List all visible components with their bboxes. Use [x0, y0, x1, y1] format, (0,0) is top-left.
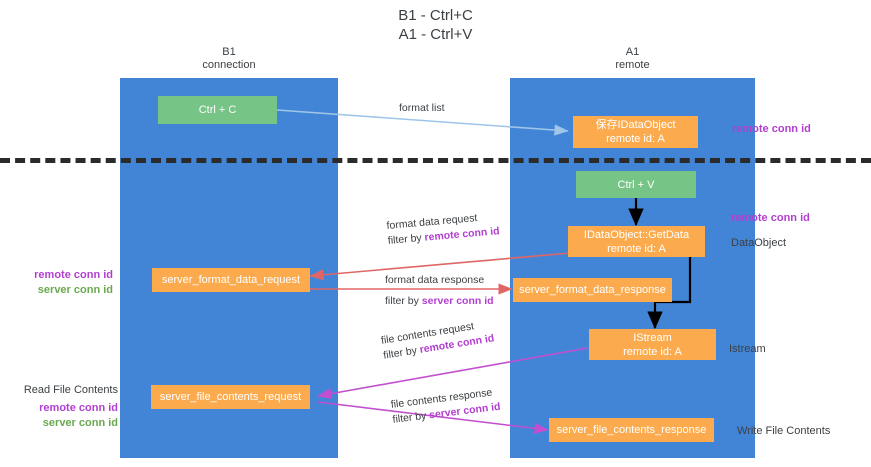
legend-server-conn-id-bottom: server conn id — [42, 417, 118, 429]
filter-by-text: filter by — [387, 231, 426, 247]
server-conn-id-highlight: server conn id — [421, 295, 494, 307]
filter-by-text: filter by — [385, 295, 422, 307]
column-header-b1: B1 connection — [202, 46, 256, 71]
filter-by-text: filter by — [391, 409, 430, 426]
legend-read-file-contents-label: Read File Contents — [23, 384, 118, 396]
legend-remote-conn-id: remote conn id — [34, 269, 113, 281]
node-ctrl-v[interactable]: Ctrl + V — [576, 171, 696, 198]
node-server-format-data-request[interactable]: server_format_data_request — [152, 268, 310, 292]
legend-server-conn-id: server conn id — [37, 284, 113, 296]
legend-remote-conn-id-bottom: remote conn id — [39, 402, 118, 414]
phase-divider — [0, 158, 871, 163]
arrow-label-format-list: format list — [399, 102, 445, 114]
node-server-file-contents-request[interactable]: server_file_contents_request — [151, 385, 310, 409]
node-ctrl-c[interactable]: Ctrl + C — [158, 96, 277, 124]
side-label-dataobject: DataObject — [731, 237, 787, 249]
node-istream[interactable]: IStream remote id: A — [589, 329, 716, 360]
node-server-format-data-response[interactable]: server_format_data_response — [513, 278, 672, 302]
node-server-file-contents-response[interactable]: server_file_contents_response — [549, 418, 714, 442]
arrow-label-file-contents-request: file contents request filter by remote c… — [380, 316, 495, 363]
legend-conn-ids-middle: remote conn id server conn id — [0, 268, 113, 298]
arrow-label-format-data-response: format data response filter by server co… — [385, 273, 494, 309]
legend-read-file-contents: Read File Contents remote conn id server… — [0, 383, 118, 431]
side-label-write-file-contents: Write File Contents — [737, 425, 831, 437]
node-idataobject-getdata[interactable]: IDataObject::GetData remote id: A — [568, 226, 705, 257]
arrow-label-format-data-request: format data request filter by remote con… — [386, 209, 500, 249]
side-label-remote-conn-id-mid: remote conn id — [731, 212, 810, 224]
side-label-istream: Istream — [729, 343, 766, 355]
node-store-idataobject[interactable]: 保存IDataObject remote id: A — [573, 116, 698, 148]
arrow-label-format-data-response-line1: format data response — [385, 274, 485, 286]
column-header-a1: A1 remote — [615, 46, 650, 71]
side-label-remote-conn-id-top: remote conn id — [732, 123, 811, 135]
diagram-title: B1 - Ctrl+C A1 - Ctrl+V — [398, 7, 473, 43]
arrow-label-format-data-response-line2: filter by server conn id — [385, 294, 494, 309]
arrow-label-file-contents-response: file contents response filter by server … — [390, 385, 501, 428]
